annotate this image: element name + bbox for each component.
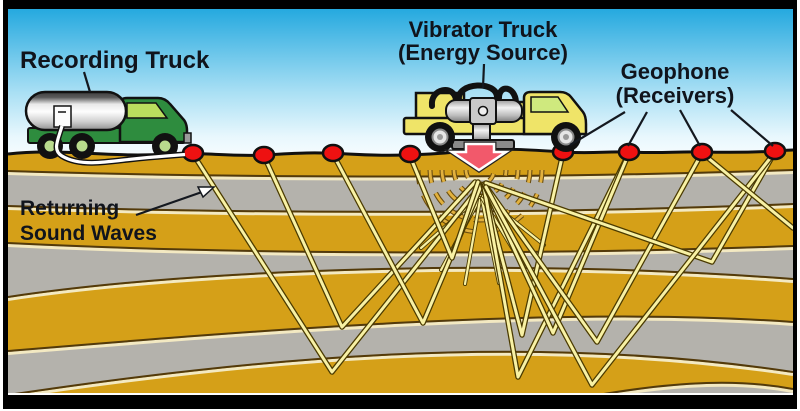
pointer-geophone-4 bbox=[730, 109, 774, 147]
hose bbox=[456, 82, 500, 103]
pointer-geophone-2 bbox=[627, 111, 648, 147]
vibrator-truck-label-line1: Vibrator Truck bbox=[408, 17, 558, 42]
geophone-dot bbox=[321, 143, 345, 163]
cab-window bbox=[530, 96, 570, 113]
vibrator-truck-label: Vibrator Truck (Energy Source) bbox=[377, 18, 589, 64]
returning-label-line1: Returning bbox=[20, 197, 120, 220]
geophone-dot bbox=[398, 144, 422, 164]
pointer-geophone-3 bbox=[679, 109, 701, 147]
recording-truck-label-text: Recording Truck bbox=[20, 47, 210, 74]
vibrator-truck-label-line2: (Energy Source) bbox=[398, 40, 568, 65]
geophone-label: Geophone (Receivers) bbox=[593, 60, 757, 108]
vibrator-truck bbox=[402, 82, 588, 152]
hose bbox=[429, 87, 459, 109]
cable-panel bbox=[53, 105, 72, 128]
recorder-tank bbox=[24, 90, 128, 132]
subsurface-layers bbox=[8, 149, 793, 395]
recording-truck bbox=[24, 90, 192, 159]
geophone-label-line1: Geophone bbox=[620, 59, 730, 84]
geophone-dot bbox=[690, 142, 714, 162]
pointer-lines bbox=[82, 63, 774, 217]
geophone-dot bbox=[252, 145, 276, 165]
pointer-vibrator-truck bbox=[481, 63, 486, 89]
hose bbox=[496, 85, 519, 105]
returning-sound-waves-label: Returning Sound Waves bbox=[20, 196, 157, 246]
pointer-recording-truck bbox=[82, 71, 92, 93]
geophone-dot bbox=[181, 143, 205, 163]
recording-truck-label: Recording Truck bbox=[20, 47, 209, 75]
geophone-label-line2: (Receivers) bbox=[615, 83, 735, 108]
returning-waves-arrow-icon bbox=[135, 186, 216, 217]
returning-label-line2: Sound Waves bbox=[20, 222, 157, 245]
geophone-dot bbox=[763, 141, 787, 161]
recording-cable bbox=[53, 125, 186, 166]
pointer-geophone-1 bbox=[569, 111, 626, 146]
energy-arrow-icon bbox=[443, 141, 515, 174]
